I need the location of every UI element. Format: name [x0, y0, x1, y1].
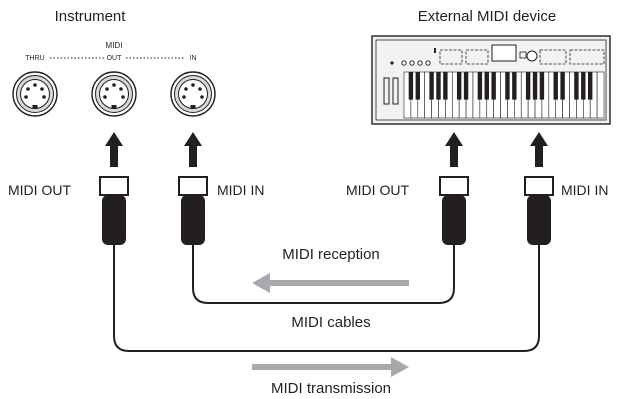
black-key: [463, 72, 469, 100]
midi-cables-label: MIDI cables: [291, 314, 370, 331]
device-in-label: MIDI IN: [561, 182, 608, 198]
black-key: [532, 72, 538, 100]
black-key: [436, 72, 441, 100]
instrument-out-label: MIDI OUT: [8, 182, 71, 198]
port-label-thru: THRU: [25, 55, 44, 62]
white-key: [596, 71, 605, 119]
keyboard-icon: [371, 35, 611, 125]
black-key: [560, 72, 565, 100]
black-key: [429, 72, 434, 100]
port-label-out: OUT: [107, 55, 123, 62]
black-key: [581, 72, 586, 100]
device-in-plug-icon: [524, 176, 554, 246]
black-key: [408, 72, 414, 100]
black-key: [443, 72, 448, 100]
black-key: [505, 72, 510, 100]
instrument-title: Instrument: [55, 8, 127, 25]
midi-out-port-icon: [91, 71, 137, 117]
arrow-left-icon: [252, 273, 409, 293]
arrow-right-icon: [252, 357, 409, 377]
black-key: [539, 72, 545, 100]
midi-thru-port-icon: [12, 71, 58, 117]
black-key: [415, 72, 420, 100]
black-key: [477, 72, 483, 100]
arrow-up-icon: [105, 132, 123, 167]
midi-transmission-label: MIDI transmission: [271, 380, 391, 397]
arrow-up-icon: [530, 132, 548, 167]
midi-in-port-icon: [170, 71, 216, 117]
black-key: [491, 72, 496, 100]
instrument-in-label: MIDI IN: [217, 182, 264, 198]
device-out-plug-icon: [439, 176, 469, 246]
black-key: [456, 72, 462, 100]
black-key: [484, 72, 489, 100]
black-key: [512, 72, 517, 100]
port-label-in: IN: [190, 55, 197, 62]
instrument-in-plug-icon: [178, 176, 208, 246]
black-key: [553, 72, 558, 100]
external-device-title: External MIDI device: [418, 8, 556, 25]
device-out-label: MIDI OUT: [346, 182, 409, 198]
black-key: [588, 72, 593, 100]
midi-reception-label: MIDI reception: [282, 246, 380, 263]
midi-cables: [113, 245, 540, 352]
instrument-out-plug-icon: [99, 176, 129, 246]
black-key: [574, 72, 579, 100]
arrow-up-icon: [184, 132, 202, 167]
midi-group-label: MIDI: [106, 41, 123, 50]
black-key: [525, 72, 531, 100]
arrow-up-icon: [445, 132, 463, 167]
